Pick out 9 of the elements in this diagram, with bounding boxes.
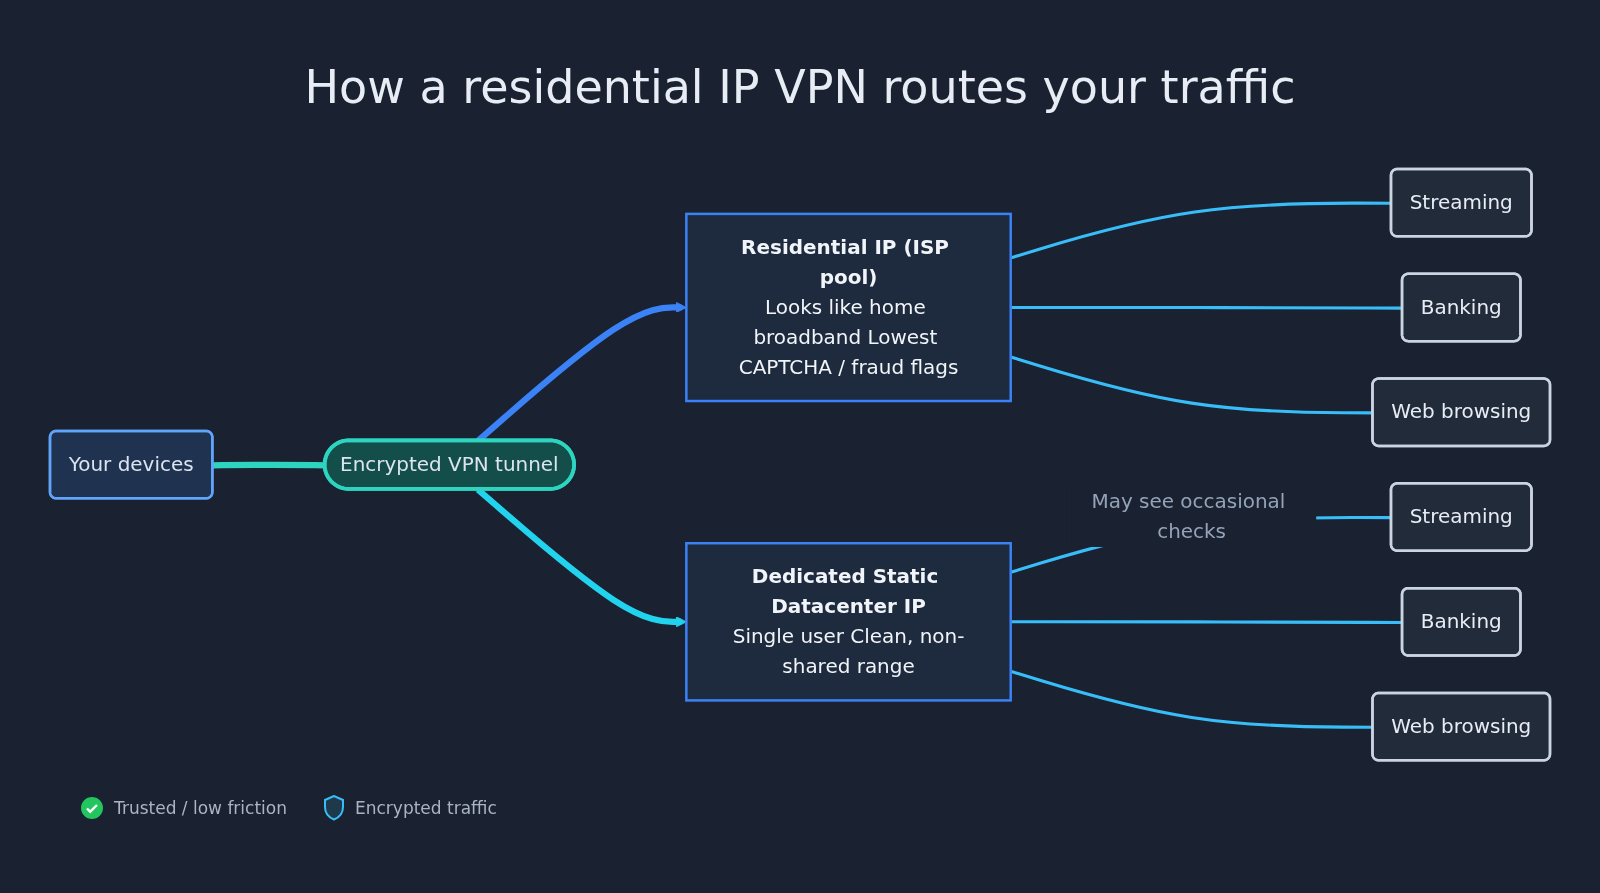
title: How a residential IP VPN routes your traffic xyxy=(303,60,1297,114)
connector xyxy=(212,462,326,469)
legend-label: Trusted / low friction xyxy=(114,798,287,818)
legend-label: Encrypted traffic xyxy=(355,798,497,818)
connector xyxy=(1010,620,1403,625)
node-box: Residential IP (ISP pool) Looks like home broadband Lowest CAPTCHA / fraud flags xyxy=(685,213,1012,403)
edge-label: May see occasional checks xyxy=(1091,489,1286,544)
node-box: Dedicated Static Datacenter IP Single user Clean, non-shared range xyxy=(685,542,1012,702)
connector xyxy=(1010,306,1403,310)
